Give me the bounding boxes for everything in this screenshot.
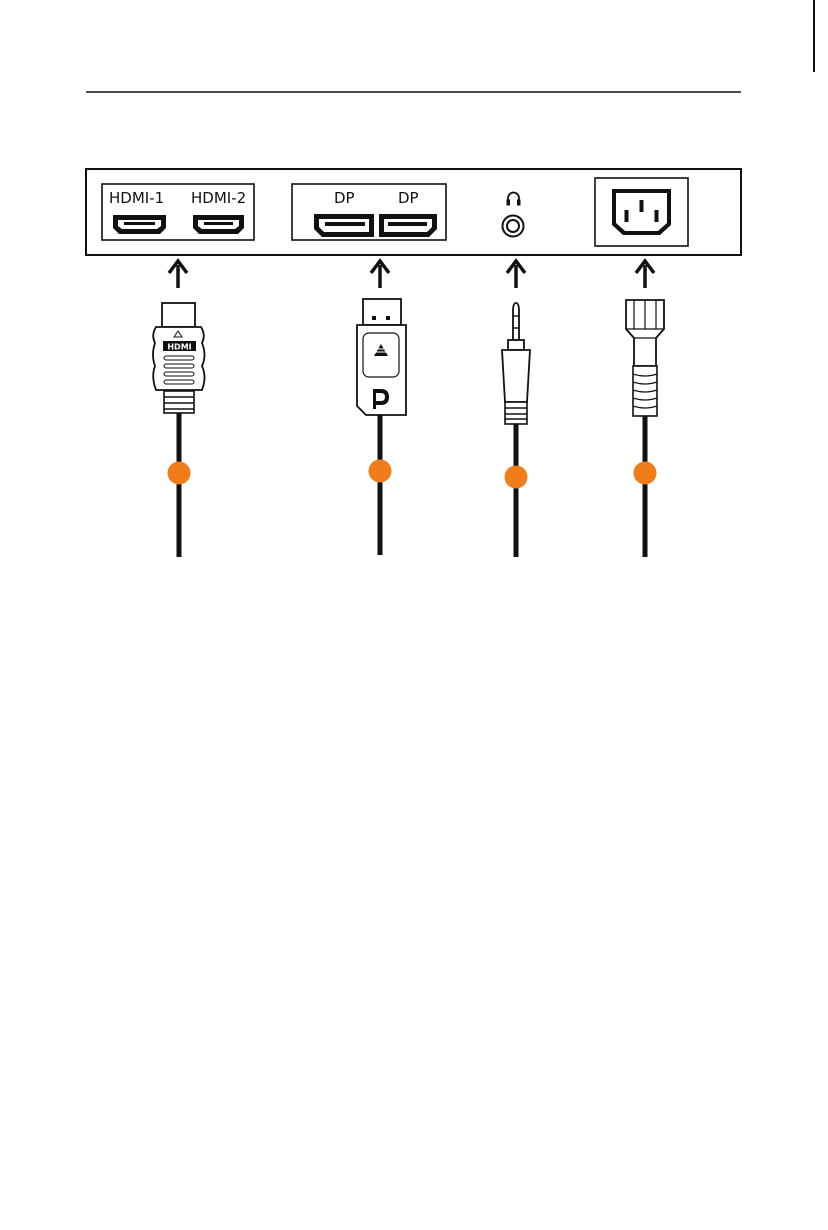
displayport-plug bbox=[357, 299, 406, 415]
audio-jack-plug bbox=[502, 303, 530, 424]
ac-inlet-icon[interactable] bbox=[612, 189, 671, 235]
dp-2-port[interactable] bbox=[379, 214, 437, 237]
power-plug bbox=[626, 300, 664, 416]
hdmi-plug: HDMI bbox=[153, 303, 205, 413]
arrow-audio-icon bbox=[507, 261, 525, 288]
dp-1-port[interactable] bbox=[314, 214, 374, 237]
svg-text:HDMI: HDMI bbox=[167, 343, 191, 352]
dp-2-label: DP bbox=[398, 189, 419, 207]
dp-1-label: DP bbox=[334, 189, 355, 207]
dp-cable-marker bbox=[369, 460, 392, 483]
hdmi-2-label: HDMI-2 bbox=[191, 189, 246, 207]
hdmi-cable-marker bbox=[168, 462, 191, 485]
hdmi-2-port[interactable] bbox=[193, 215, 244, 234]
arrow-dp-icon bbox=[371, 261, 389, 288]
hdmi-1-label: HDMI-1 bbox=[109, 189, 164, 207]
arrow-power-icon bbox=[636, 261, 654, 288]
power-cable-marker bbox=[634, 462, 657, 485]
hdmi-1-port[interactable] bbox=[113, 215, 166, 234]
arrow-hdmi-icon bbox=[169, 261, 187, 288]
audio-cable-marker bbox=[505, 466, 528, 489]
